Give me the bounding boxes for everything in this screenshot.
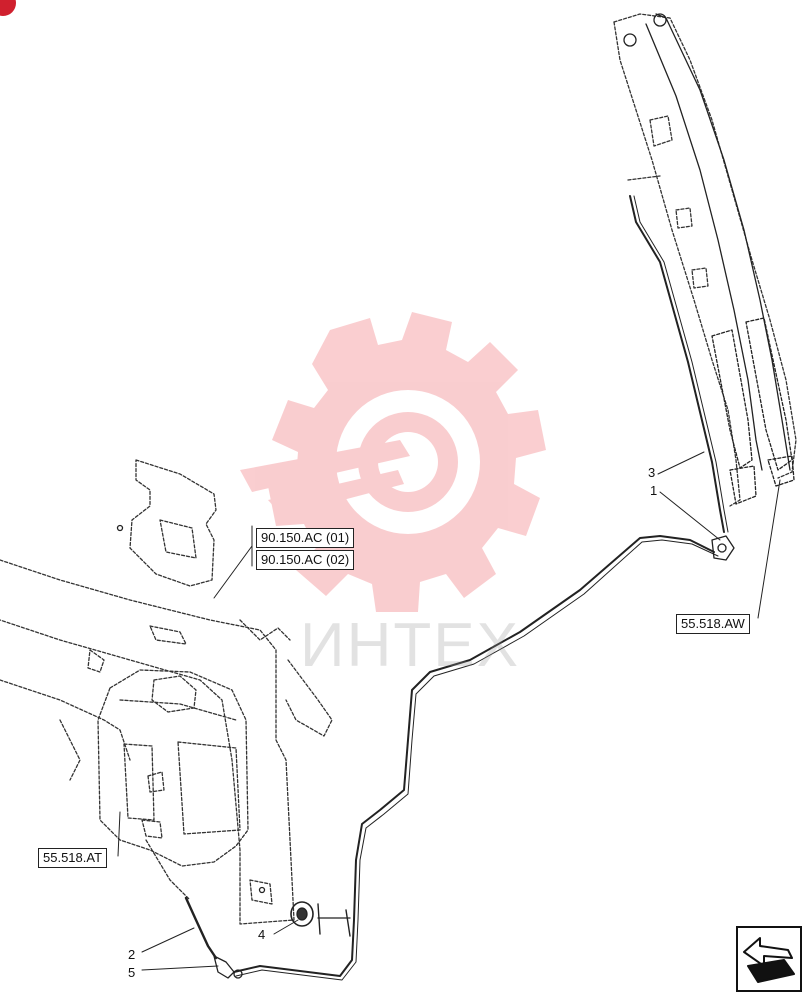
reference-90-150-ac-01[interactable]: 90.150.AC (01): [256, 528, 355, 548]
reference-55-518-at[interactable]: 55.518.AT: [38, 848, 108, 868]
callout-3: 3: [648, 465, 656, 480]
red-corner-mark-icon: [0, 0, 16, 16]
callout-2: 2: [128, 947, 136, 962]
callout-5: 5: [128, 965, 136, 980]
reference-90-150-ac-02[interactable]: 90.150.AC (02): [256, 550, 355, 570]
watermark-gear-icon: [240, 312, 546, 612]
reference-55-518-aw[interactable]: 55.518.AW: [676, 614, 750, 634]
next-page-arrow-icon[interactable]: [736, 926, 802, 992]
arrow-glyph-icon: [743, 937, 795, 983]
watermark-text: ИНТЕХ: [300, 611, 520, 680]
callout-4: 4: [258, 927, 266, 942]
callout-1: 1: [650, 483, 658, 498]
